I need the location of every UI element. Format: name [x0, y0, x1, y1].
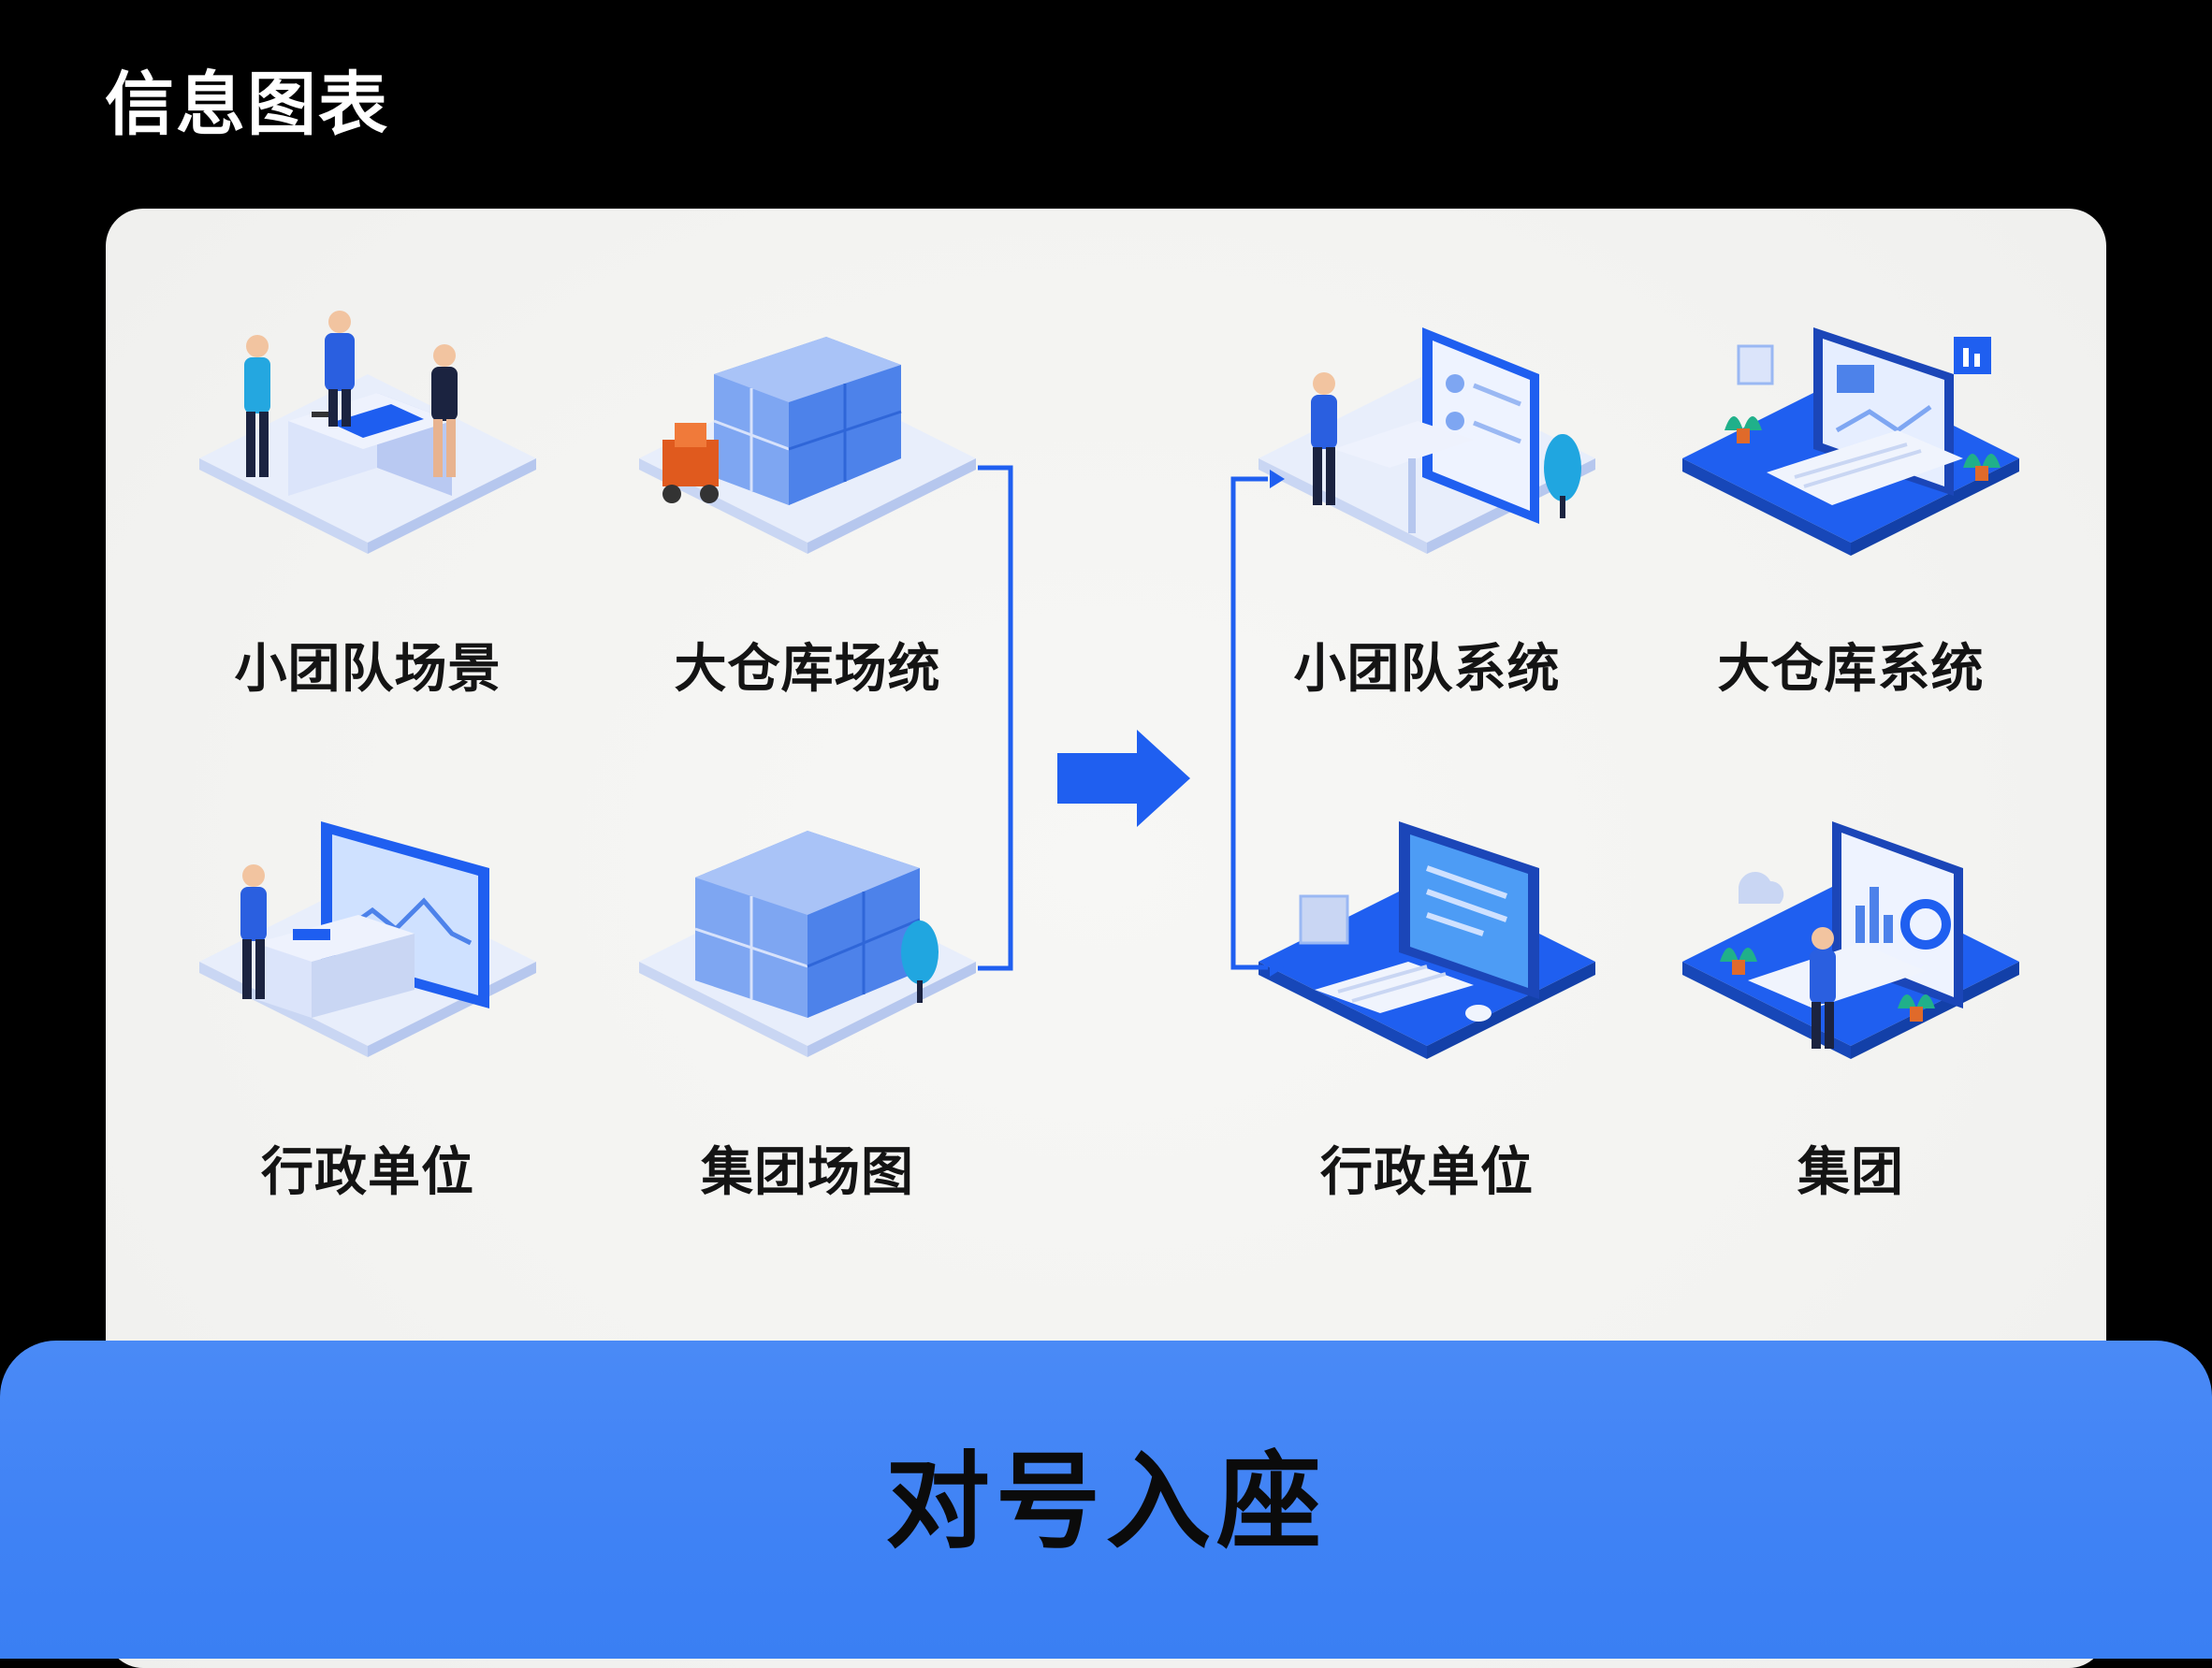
- system-admin: 行政单位: [1230, 821, 1623, 1308]
- page-title: 信息图表: [105, 65, 389, 145]
- laptop-dashboard-icon: [1682, 327, 2019, 556]
- scene-small-team: 小团队场景: [171, 311, 564, 805]
- system-label: 小团队系统: [1293, 639, 1561, 700]
- scene-label: 大仓库场统: [674, 639, 941, 700]
- admin-workstation-icon: [199, 821, 536, 1057]
- scene-warehouse: 大仓库场统: [611, 318, 1004, 805]
- system-warehouse: 大仓库系统: [1654, 318, 2047, 805]
- scene-group: 集团场图: [611, 821, 1004, 1308]
- desktop-computer-icon: [1259, 821, 1595, 1059]
- scene-label: 集团场图: [701, 1142, 914, 1203]
- system-label: 行政单位: [1320, 1142, 1534, 1203]
- system-label: 大仓库系统: [1717, 639, 1985, 700]
- scene-label: 行政单位: [261, 1142, 474, 1203]
- monitor-desk-icon: [1259, 327, 1595, 554]
- server-cubes-icon: [639, 831, 976, 1057]
- team-meeting-icon: [199, 311, 536, 554]
- scene-label: 小团队场景: [234, 639, 502, 700]
- warehouse-forklift-icon: [639, 337, 976, 554]
- scene-admin: 行政单位: [171, 821, 564, 1308]
- system-group: 集团: [1654, 821, 2047, 1308]
- system-small-team: 小团队系统: [1230, 318, 1623, 805]
- system-label: 集团: [1797, 1142, 1904, 1203]
- footer-banner: [0, 1341, 2212, 1659]
- footer-title: 对号入座: [885, 1442, 1327, 1563]
- analytics-screen-icon: [1682, 821, 2019, 1059]
